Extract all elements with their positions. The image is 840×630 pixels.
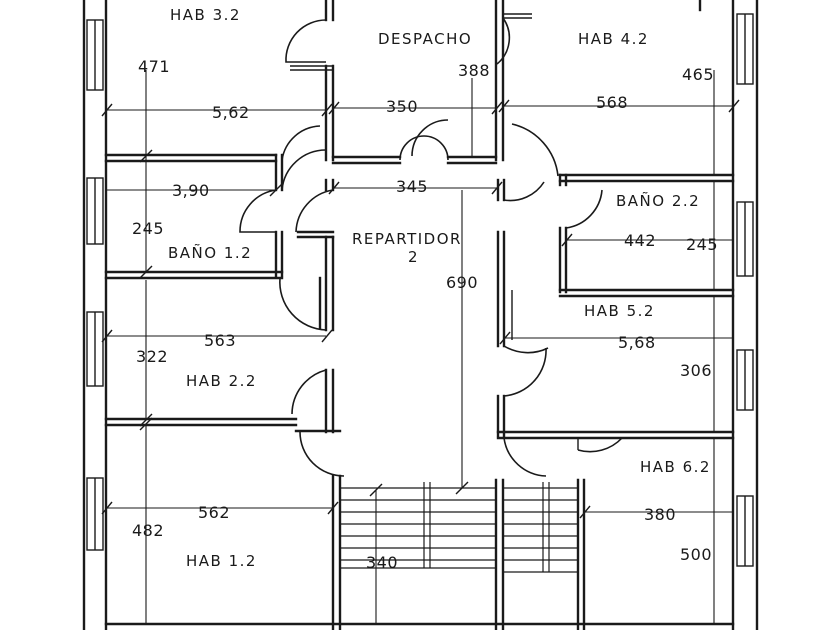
dim-label-322: 322 — [136, 347, 168, 366]
interior-walls — [104, 0, 735, 630]
dim-label-500: 500 — [680, 545, 712, 564]
dim-label-380: 380 — [644, 505, 676, 524]
dim-label-388: 388 — [458, 61, 490, 80]
dim-label-245-left: 245 — [132, 219, 164, 238]
dim-label-390: 3,90 — [172, 181, 210, 200]
dimension-labels: 471 5,62 350 388 568 465 3,90 345 245 44… — [132, 57, 718, 572]
dim-label-568-mid: 5,68 — [618, 333, 656, 352]
staircase — [340, 482, 578, 573]
room-label-bano-2-2: BAÑO 2.2 — [616, 191, 700, 210]
dim-label-690: 690 — [446, 273, 478, 292]
dim-label-568-top: 568 — [596, 93, 628, 112]
dimension-lines — [101, 70, 740, 624]
dim-label-562-bottom: 562 — [198, 503, 230, 522]
room-label-despacho: DESPACHO — [378, 30, 472, 48]
room-label-hab-4-2: HAB 4.2 — [578, 30, 649, 48]
room-label-hab-3-2: HAB 3.2 — [170, 6, 241, 24]
dim-label-350: 350 — [386, 97, 418, 116]
dim-label-562-top: 5,62 — [212, 103, 250, 122]
room-label-hab-1-2: HAB 1.2 — [186, 552, 257, 570]
dim-label-245-right: 245 — [686, 235, 718, 254]
room-label-bano-1-2: BAÑO 1.2 — [168, 243, 252, 262]
windows-right — [736, 13, 754, 567]
outer-walls — [82, 0, 759, 630]
room-label-hab-6-2: HAB 6.2 — [640, 458, 711, 476]
room-label-repartidor: REPARTIDOR — [352, 230, 462, 248]
dim-label-563: 563 — [204, 331, 236, 350]
room-label-repartidor-number: 2 — [408, 248, 419, 266]
room-label-hab-2-2: HAB 2.2 — [186, 372, 257, 390]
dim-label-482: 482 — [132, 521, 164, 540]
room-label-hab-5-2: HAB 5.2 — [584, 302, 655, 320]
room-labels: HAB 3.2 DESPACHO HAB 4.2 BAÑO 2.2 BAÑO 1… — [168, 6, 711, 570]
dim-label-442: 442 — [624, 231, 656, 250]
dim-label-345: 345 — [396, 177, 428, 196]
dim-label-306: 306 — [680, 361, 712, 380]
dim-label-465: 465 — [682, 65, 714, 84]
dim-label-471: 471 — [138, 57, 170, 76]
dim-label-340: 340 — [366, 553, 398, 572]
windows-left — [86, 19, 104, 551]
door-swings — [239, 17, 623, 477]
